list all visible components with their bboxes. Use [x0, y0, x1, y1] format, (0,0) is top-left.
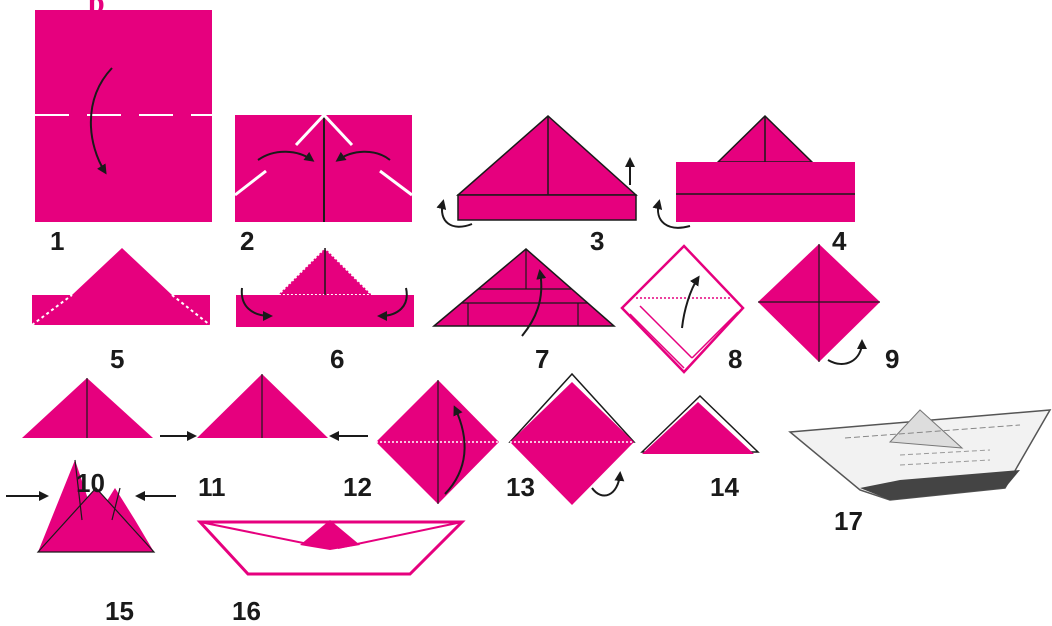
step-label-16: 16 [232, 598, 261, 624]
step-2-figure [235, 115, 412, 222]
step-label-1: 1 [50, 228, 64, 254]
step-17-figure [790, 410, 1050, 500]
step-label-12: 12 [343, 474, 372, 500]
step-8-figure [622, 246, 743, 372]
step-14-figure [642, 396, 758, 454]
step-label-17: 17 [834, 508, 863, 534]
step-label-8: 8 [728, 346, 742, 372]
step-10-figure [22, 378, 153, 438]
step-5-figure [32, 248, 210, 325]
step-11-figure [160, 374, 368, 438]
step-label-2: 2 [240, 228, 254, 254]
step-label-6: 6 [330, 346, 344, 372]
step-label-9: 9 [885, 346, 899, 372]
step-label-13: 13 [506, 474, 535, 500]
step-label-15: 15 [105, 598, 134, 624]
step-label-3: 3 [590, 228, 604, 254]
step-6-figure [236, 248, 414, 327]
step-1-figure [35, 10, 212, 222]
step-7-figure [434, 249, 614, 336]
step-12-figure [376, 380, 499, 504]
step-label-11: 11 [198, 474, 226, 500]
step-label-7: 7 [535, 346, 549, 372]
step-label-10: 10 [76, 470, 105, 496]
step-label-5: 5 [110, 346, 124, 372]
step-9-figure [758, 244, 880, 364]
title-fragment: p [88, 0, 105, 20]
step-4-figure [658, 116, 855, 228]
step-3-figure [442, 116, 636, 227]
step-label-14: 14 [710, 474, 739, 500]
step-label-4: 4 [832, 228, 846, 254]
step-16-figure [200, 520, 462, 574]
